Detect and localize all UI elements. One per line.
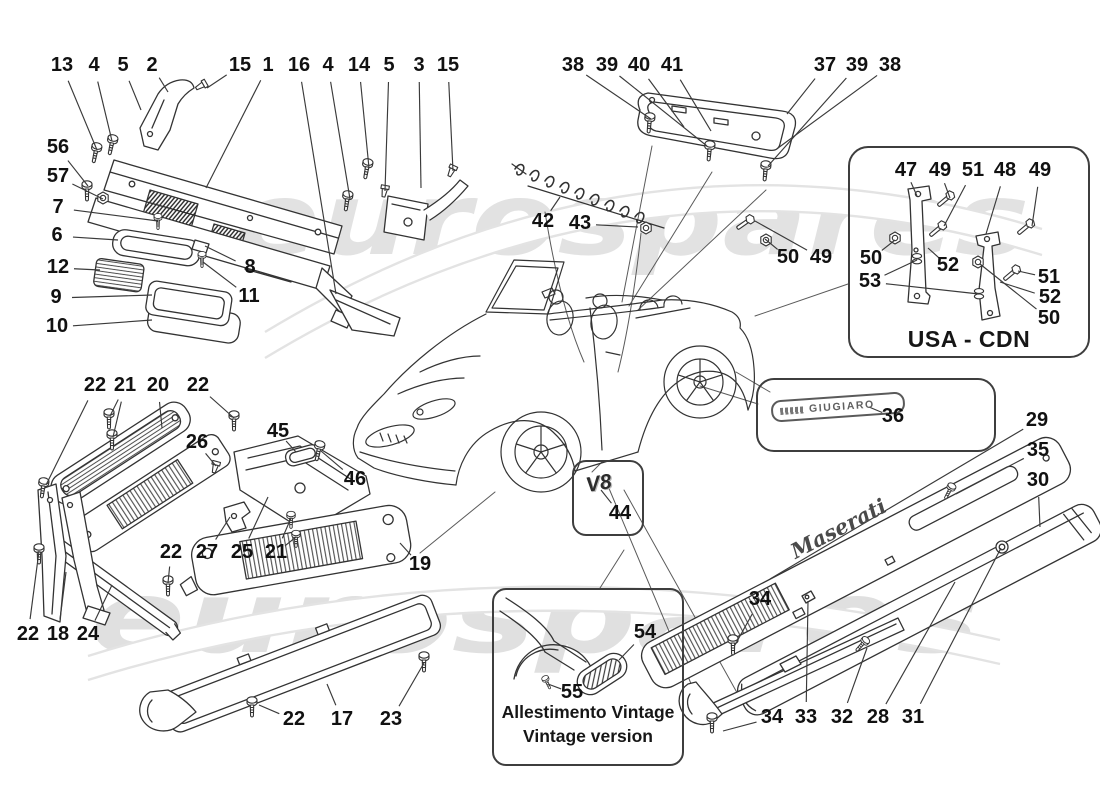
callout-38: 38 <box>878 54 902 76</box>
callout-34: 34 <box>760 706 784 728</box>
callout-46: 46 <box>343 468 367 490</box>
callout-17: 17 <box>330 708 354 730</box>
script-badge-drawing <box>511 163 772 247</box>
callout-50: 50 <box>776 246 800 268</box>
callout-3: 3 <box>413 54 425 76</box>
callout-53: 53 <box>858 270 882 292</box>
callout-40: 40 <box>627 54 651 76</box>
callout-21: 21 <box>113 374 137 396</box>
callout-41: 41 <box>660 54 684 76</box>
callout-49: 49 <box>809 246 833 268</box>
callout-4: 4 <box>88 54 100 76</box>
giugiaro-badge-box: GIUGIARO <box>756 378 996 452</box>
callout-27: 27 <box>195 541 219 563</box>
callout-22: 22 <box>159 541 183 563</box>
callout-38: 38 <box>561 54 585 76</box>
callout-51: 51 <box>961 159 985 181</box>
callout-31: 31 <box>901 706 925 728</box>
callout-14: 14 <box>347 54 371 76</box>
cowl-assembly-drawing <box>81 78 469 344</box>
callout-42: 42 <box>531 210 555 232</box>
callout-5: 5 <box>383 54 395 76</box>
vintage-version-box: Allestimento Vintage Vintage version <box>492 588 684 766</box>
vintage-caption-english: Vintage version <box>522 726 653 746</box>
callout-29: 29 <box>1025 409 1049 431</box>
callout-47: 47 <box>894 159 918 181</box>
callout-9: 9 <box>50 286 62 308</box>
callout-49: 49 <box>928 159 952 181</box>
callout-57: 57 <box>46 165 70 187</box>
callout-30: 30 <box>1026 469 1050 491</box>
callout-56: 56 <box>46 136 70 158</box>
callout-28: 28 <box>866 706 890 728</box>
underbody-shields-drawing <box>33 401 442 733</box>
callout-22: 22 <box>186 374 210 396</box>
callout-13: 13 <box>50 54 74 76</box>
callout-19: 19 <box>408 553 432 575</box>
callout-50: 50 <box>1037 307 1061 329</box>
callout-48: 48 <box>993 159 1017 181</box>
callout-35: 35 <box>1026 439 1050 461</box>
vintage-fender-drawing <box>499 597 628 696</box>
callout-4: 4 <box>322 54 334 76</box>
callout-37: 37 <box>813 54 837 76</box>
callout-7: 7 <box>52 196 64 218</box>
callout-34: 34 <box>748 588 772 610</box>
outer-sills-drawing <box>640 436 1100 734</box>
callout-45: 45 <box>266 420 290 442</box>
callout-12: 12 <box>46 256 70 278</box>
callout-6: 6 <box>51 224 63 246</box>
usa-cdn-box: USA - CDN <box>848 146 1090 358</box>
callout-22: 22 <box>282 708 306 730</box>
callout-16: 16 <box>287 54 311 76</box>
car-drawing <box>352 259 755 493</box>
eurospares-watermark-top: eurospares <box>235 161 1046 360</box>
callout-11: 11 <box>238 285 260 307</box>
callout-24: 24 <box>76 623 100 645</box>
callout-50: 50 <box>859 247 883 269</box>
callout-5: 5 <box>117 54 129 76</box>
callout-26: 26 <box>185 431 209 453</box>
callout-23: 23 <box>379 708 403 730</box>
callout-33: 33 <box>794 706 818 728</box>
callout-18: 18 <box>46 623 70 645</box>
callout-43: 43 <box>568 212 592 234</box>
usa-cdn-brackets-drawing <box>889 185 1037 321</box>
callout-44: 44 <box>608 502 632 524</box>
callout-2: 2 <box>146 54 158 76</box>
callout-52: 52 <box>936 254 960 276</box>
callout-39: 39 <box>845 54 869 76</box>
callout-15: 15 <box>436 54 460 76</box>
callout-20: 20 <box>146 374 170 396</box>
callout-22: 22 <box>83 374 107 396</box>
v8-badge-box: V8 <box>572 460 644 536</box>
usa-cdn-label: USA - CDN <box>907 326 1031 352</box>
vintage-caption-italian: Allestimento Vintage <box>501 702 675 722</box>
callout-10: 10 <box>45 315 69 337</box>
leader-lines <box>29 74 1041 732</box>
callout-49: 49 <box>1028 159 1052 181</box>
callout-25: 25 <box>230 541 254 563</box>
callout-32: 32 <box>830 706 854 728</box>
callout-36: 36 <box>881 405 905 427</box>
callout-22: 22 <box>16 623 40 645</box>
callout-8: 8 <box>244 256 256 278</box>
callout-54: 54 <box>633 621 657 643</box>
callout-51: 51 <box>1037 266 1061 288</box>
callout-1: 1 <box>262 54 274 76</box>
callout-15: 15 <box>228 54 252 76</box>
callout-52: 52 <box>1038 286 1062 308</box>
callout-39: 39 <box>595 54 619 76</box>
callout-55: 55 <box>560 681 584 703</box>
callout-21: 21 <box>264 541 288 563</box>
